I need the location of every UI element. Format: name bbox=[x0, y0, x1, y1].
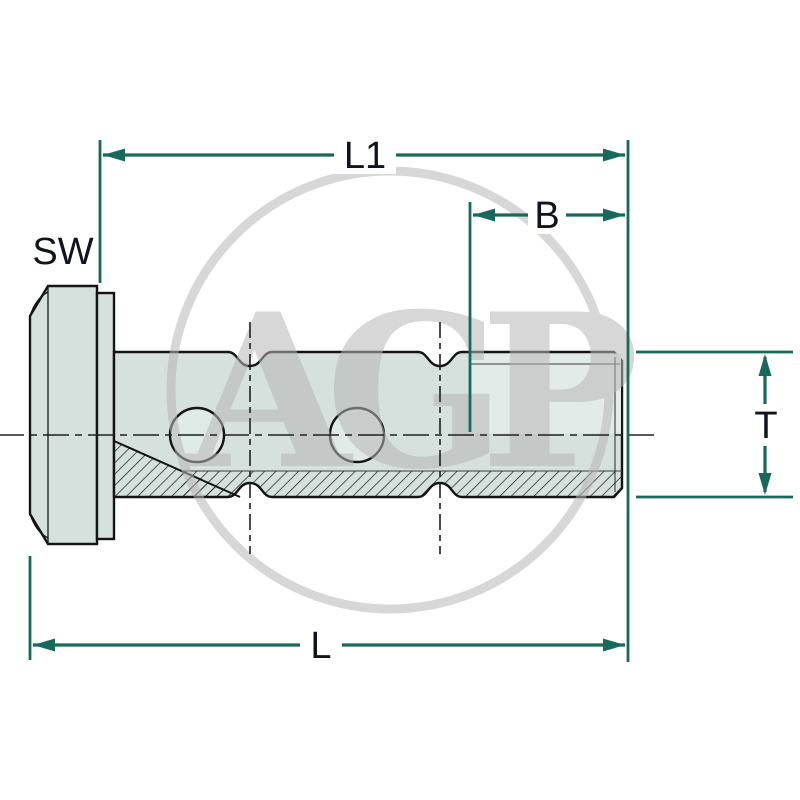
section-boundary-line bbox=[113, 440, 241, 498]
dimension-b: B bbox=[468, 194, 625, 432]
dimension-l: L bbox=[28, 556, 625, 667]
t-arrow-up bbox=[758, 354, 772, 376]
l1-label-background bbox=[334, 134, 396, 174]
centerlines bbox=[0, 322, 655, 554]
dimension-l1: L1 bbox=[98, 134, 625, 283]
b-label: B bbox=[534, 195, 559, 237]
t-arrow-down bbox=[758, 473, 772, 495]
thread-end-section bbox=[470, 353, 621, 434]
bolt-shank bbox=[112, 350, 624, 499]
l1-arrow-right bbox=[603, 148, 625, 162]
t-label: T bbox=[754, 405, 777, 447]
hatch-band bbox=[181, 471, 622, 497]
bolt-washer bbox=[95, 291, 116, 541]
hex-chamfer-top bbox=[29, 291, 49, 317]
t-label-background bbox=[745, 404, 785, 446]
l1-arrow-left bbox=[103, 148, 125, 162]
sw-label: SW bbox=[32, 231, 93, 273]
l-arrow-right bbox=[603, 638, 625, 652]
bolt-drawing bbox=[28, 284, 624, 546]
thread-hatch bbox=[113, 440, 622, 498]
l-label: L bbox=[310, 625, 331, 667]
b-label-background bbox=[528, 194, 566, 234]
b-arrow-right bbox=[603, 208, 625, 222]
dimension-t: T bbox=[636, 350, 793, 499]
watermark-text: AGP bbox=[185, 267, 636, 516]
l-arrow-left bbox=[33, 638, 55, 652]
hex-chamfer-bottom bbox=[29, 513, 49, 539]
b-arrow-left bbox=[473, 208, 495, 222]
hex-head-outline bbox=[28, 284, 99, 546]
bolt-hex-head bbox=[28, 284, 99, 546]
dimensions: L1 B T L bbox=[28, 134, 793, 667]
l-label-background bbox=[300, 624, 342, 664]
l1-label: L1 bbox=[344, 135, 386, 177]
watermark: AGP bbox=[166, 166, 661, 614]
